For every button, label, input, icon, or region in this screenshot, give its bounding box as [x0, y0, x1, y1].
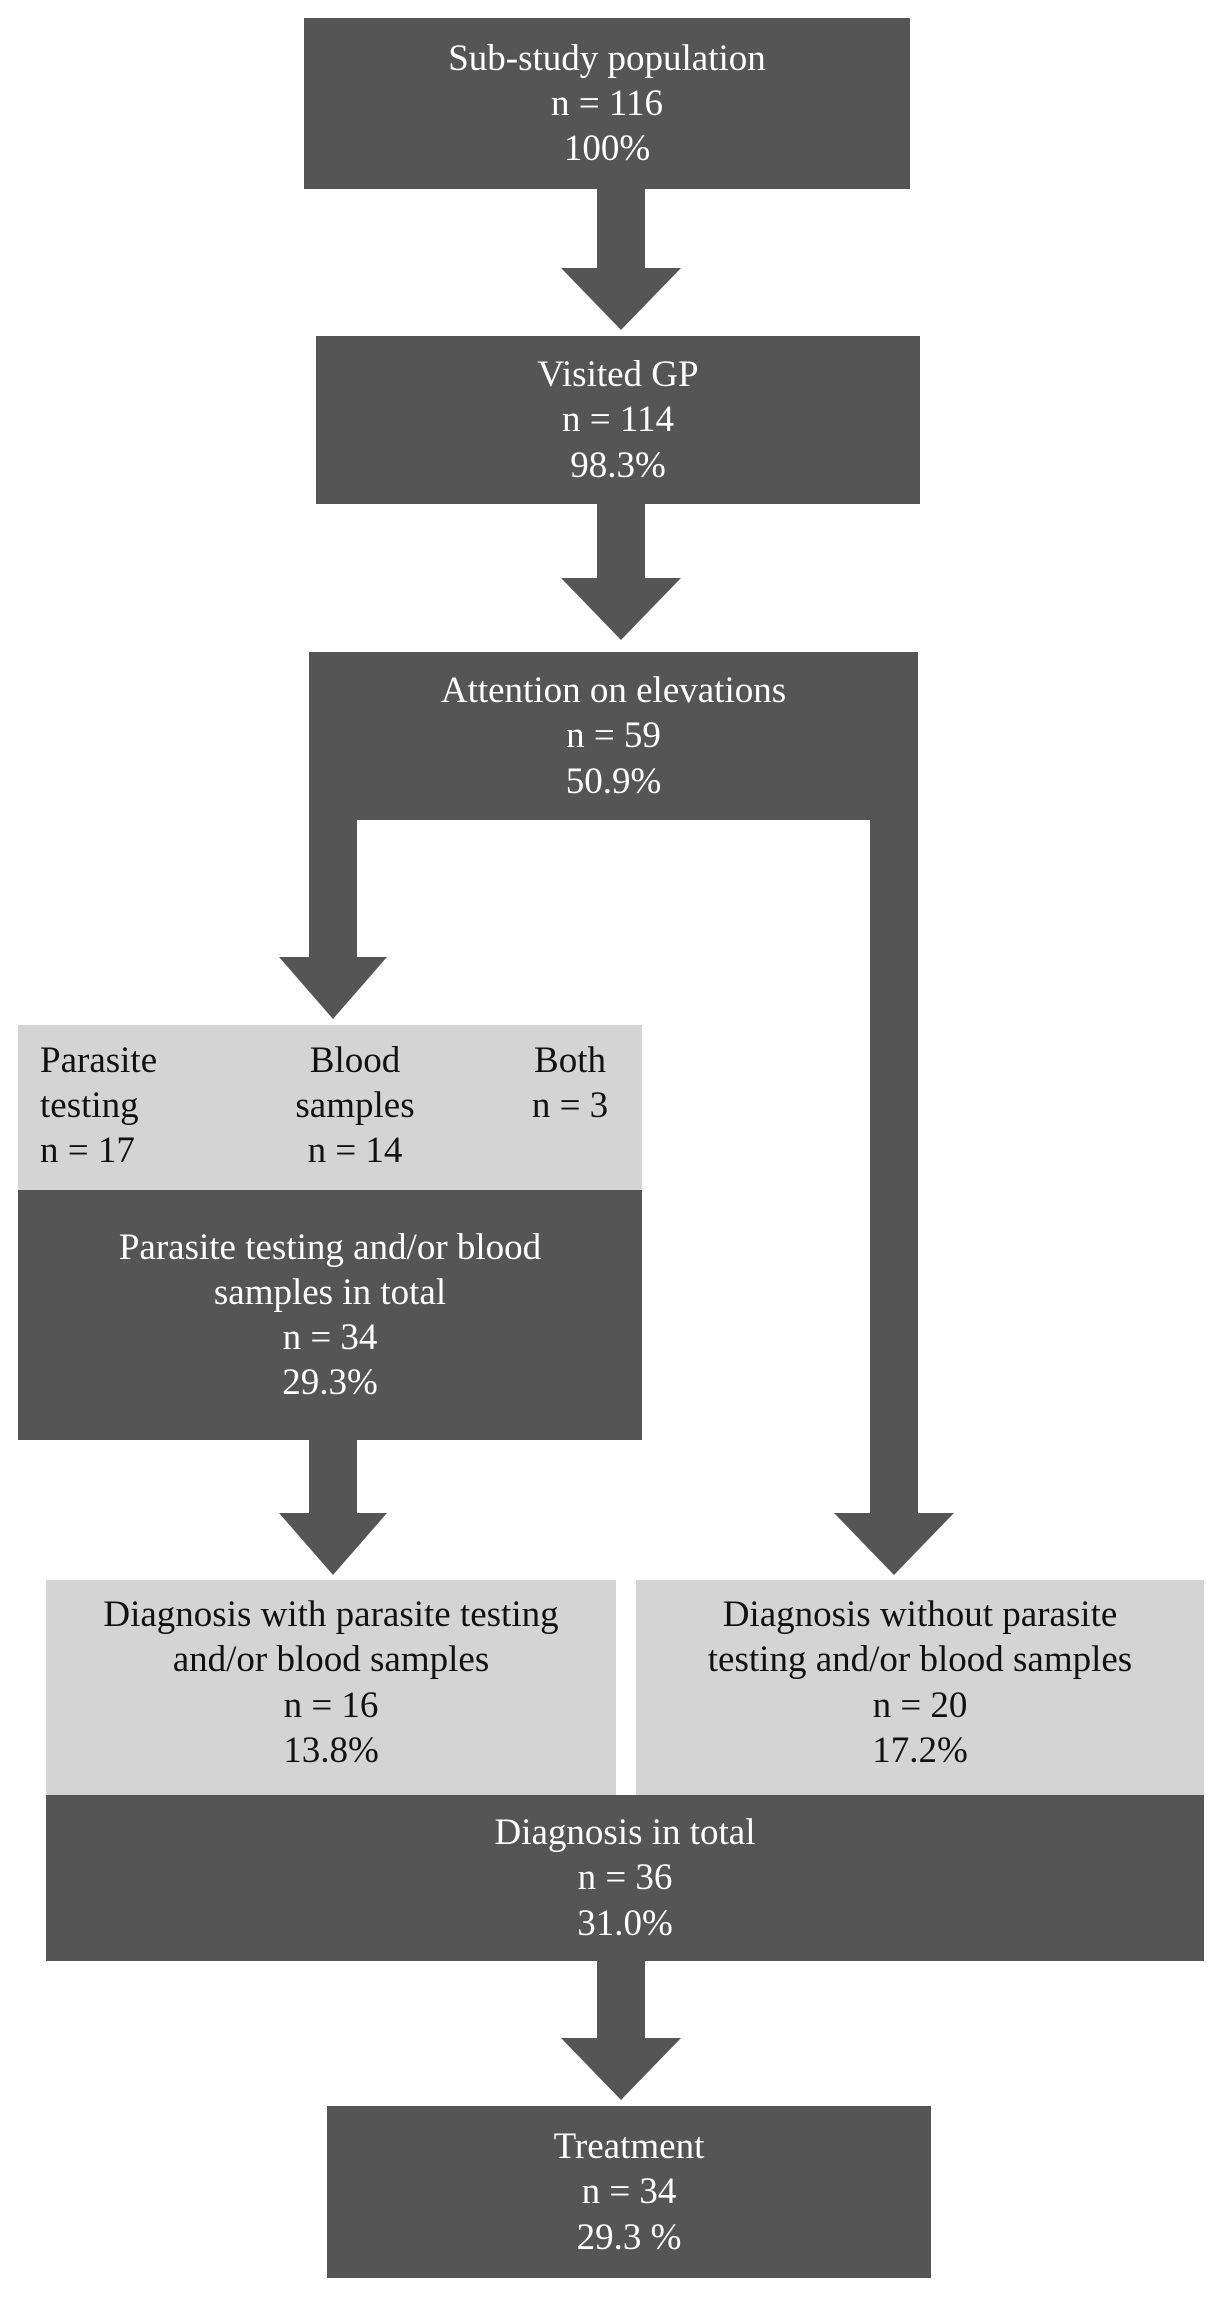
breakdown-blood: Blood samples n = 14 [270, 1038, 440, 1173]
population-title: Sub-study population [448, 37, 766, 79]
breakdown-blood-line2: samples [295, 1085, 415, 1127]
visited-gp-pct: 98.3% [570, 444, 666, 486]
breakdown-parasite-line2: testing [40, 1085, 139, 1127]
diag-without-line2: testing and/or blood samples [707, 1639, 1133, 1681]
breakdown-both-line1: Both [534, 1040, 606, 1081]
box-visited-gp: Visited GP n = 114 98.3% [316, 336, 920, 504]
testing-total-n: n = 34 [282, 1317, 378, 1358]
population-n: n = 116 [551, 82, 663, 124]
box-treatment: Treatment n = 34 29.3 % [327, 2106, 931, 2278]
testing-total-pct: 29.3% [282, 1362, 378, 1404]
arrow-population-to-gp [561, 188, 681, 330]
breakdown-both: Both n = 3 [520, 1038, 620, 1128]
testing-total-line1: Parasite testing and/or blood [118, 1226, 542, 1268]
diag-with-line2: and/or blood samples [172, 1639, 490, 1681]
attention-title: Attention on elevations [440, 670, 787, 712]
treatment-title: Treatment [553, 2126, 705, 2168]
diag-without-n: n = 20 [872, 1684, 968, 1726]
testing-total-line2: samples in total [213, 1271, 447, 1313]
diag-total-pct: 31.0% [577, 1902, 673, 1944]
breakdown-parasite: Parasite testing n = 17 [40, 1038, 157, 1173]
breakdown-both-n: n = 3 [531, 1085, 609, 1127]
diag-without-pct: 17.2% [872, 1729, 968, 1771]
visited-gp-n: n = 114 [562, 399, 674, 441]
box-attention: Attention on elevations n = 59 50.9% [309, 652, 918, 820]
box-testing-breakdown [18, 1025, 642, 1195]
attention-n: n = 59 [566, 715, 661, 757]
breakdown-parasite-n: n = 17 [40, 1130, 135, 1172]
arrow-attention-to-testing [279, 800, 387, 1019]
box-diagnosis-total: Diagnosis in total n = 36 31.0% [46, 1795, 1204, 1961]
visited-gp-title: Visited GP [537, 354, 699, 396]
diag-with-pct: 13.8% [283, 1729, 379, 1771]
diag-with-line1: Diagnosis with parasite testing [103, 1594, 559, 1636]
box-population: Sub-study population n = 116 100% [304, 18, 910, 189]
treatment-n: n = 34 [581, 2171, 677, 2213]
breakdown-parasite-line1: Parasite [40, 1040, 158, 1081]
arrow-testing-to-diag-with [279, 1440, 387, 1575]
attention-pct: 50.9% [565, 760, 662, 802]
box-testing-total: Parasite testing and/or blood samples in… [18, 1190, 642, 1440]
diag-total-title: Diagnosis in total [494, 1812, 756, 1854]
diag-total-n: n = 36 [577, 1857, 673, 1899]
box-diagnosis-without: Diagnosis without parasite testing and/o… [636, 1580, 1204, 1795]
treatment-pct: 29.3 % [576, 2216, 682, 2258]
arrow-attention-to-diag-without [834, 800, 954, 1575]
diag-without-line1: Diagnosis without parasite [722, 1594, 1118, 1636]
population-pct: 100% [563, 128, 651, 170]
box-diagnosis-with: Diagnosis with parasite testing and/or b… [46, 1580, 616, 1795]
breakdown-blood-line1: Blood [309, 1040, 401, 1081]
arrow-diag-to-treatment [561, 1960, 681, 2100]
diag-with-n: n = 16 [283, 1684, 379, 1726]
breakdown-blood-n: n = 14 [307, 1130, 403, 1172]
arrow-gp-to-attention [561, 503, 681, 640]
